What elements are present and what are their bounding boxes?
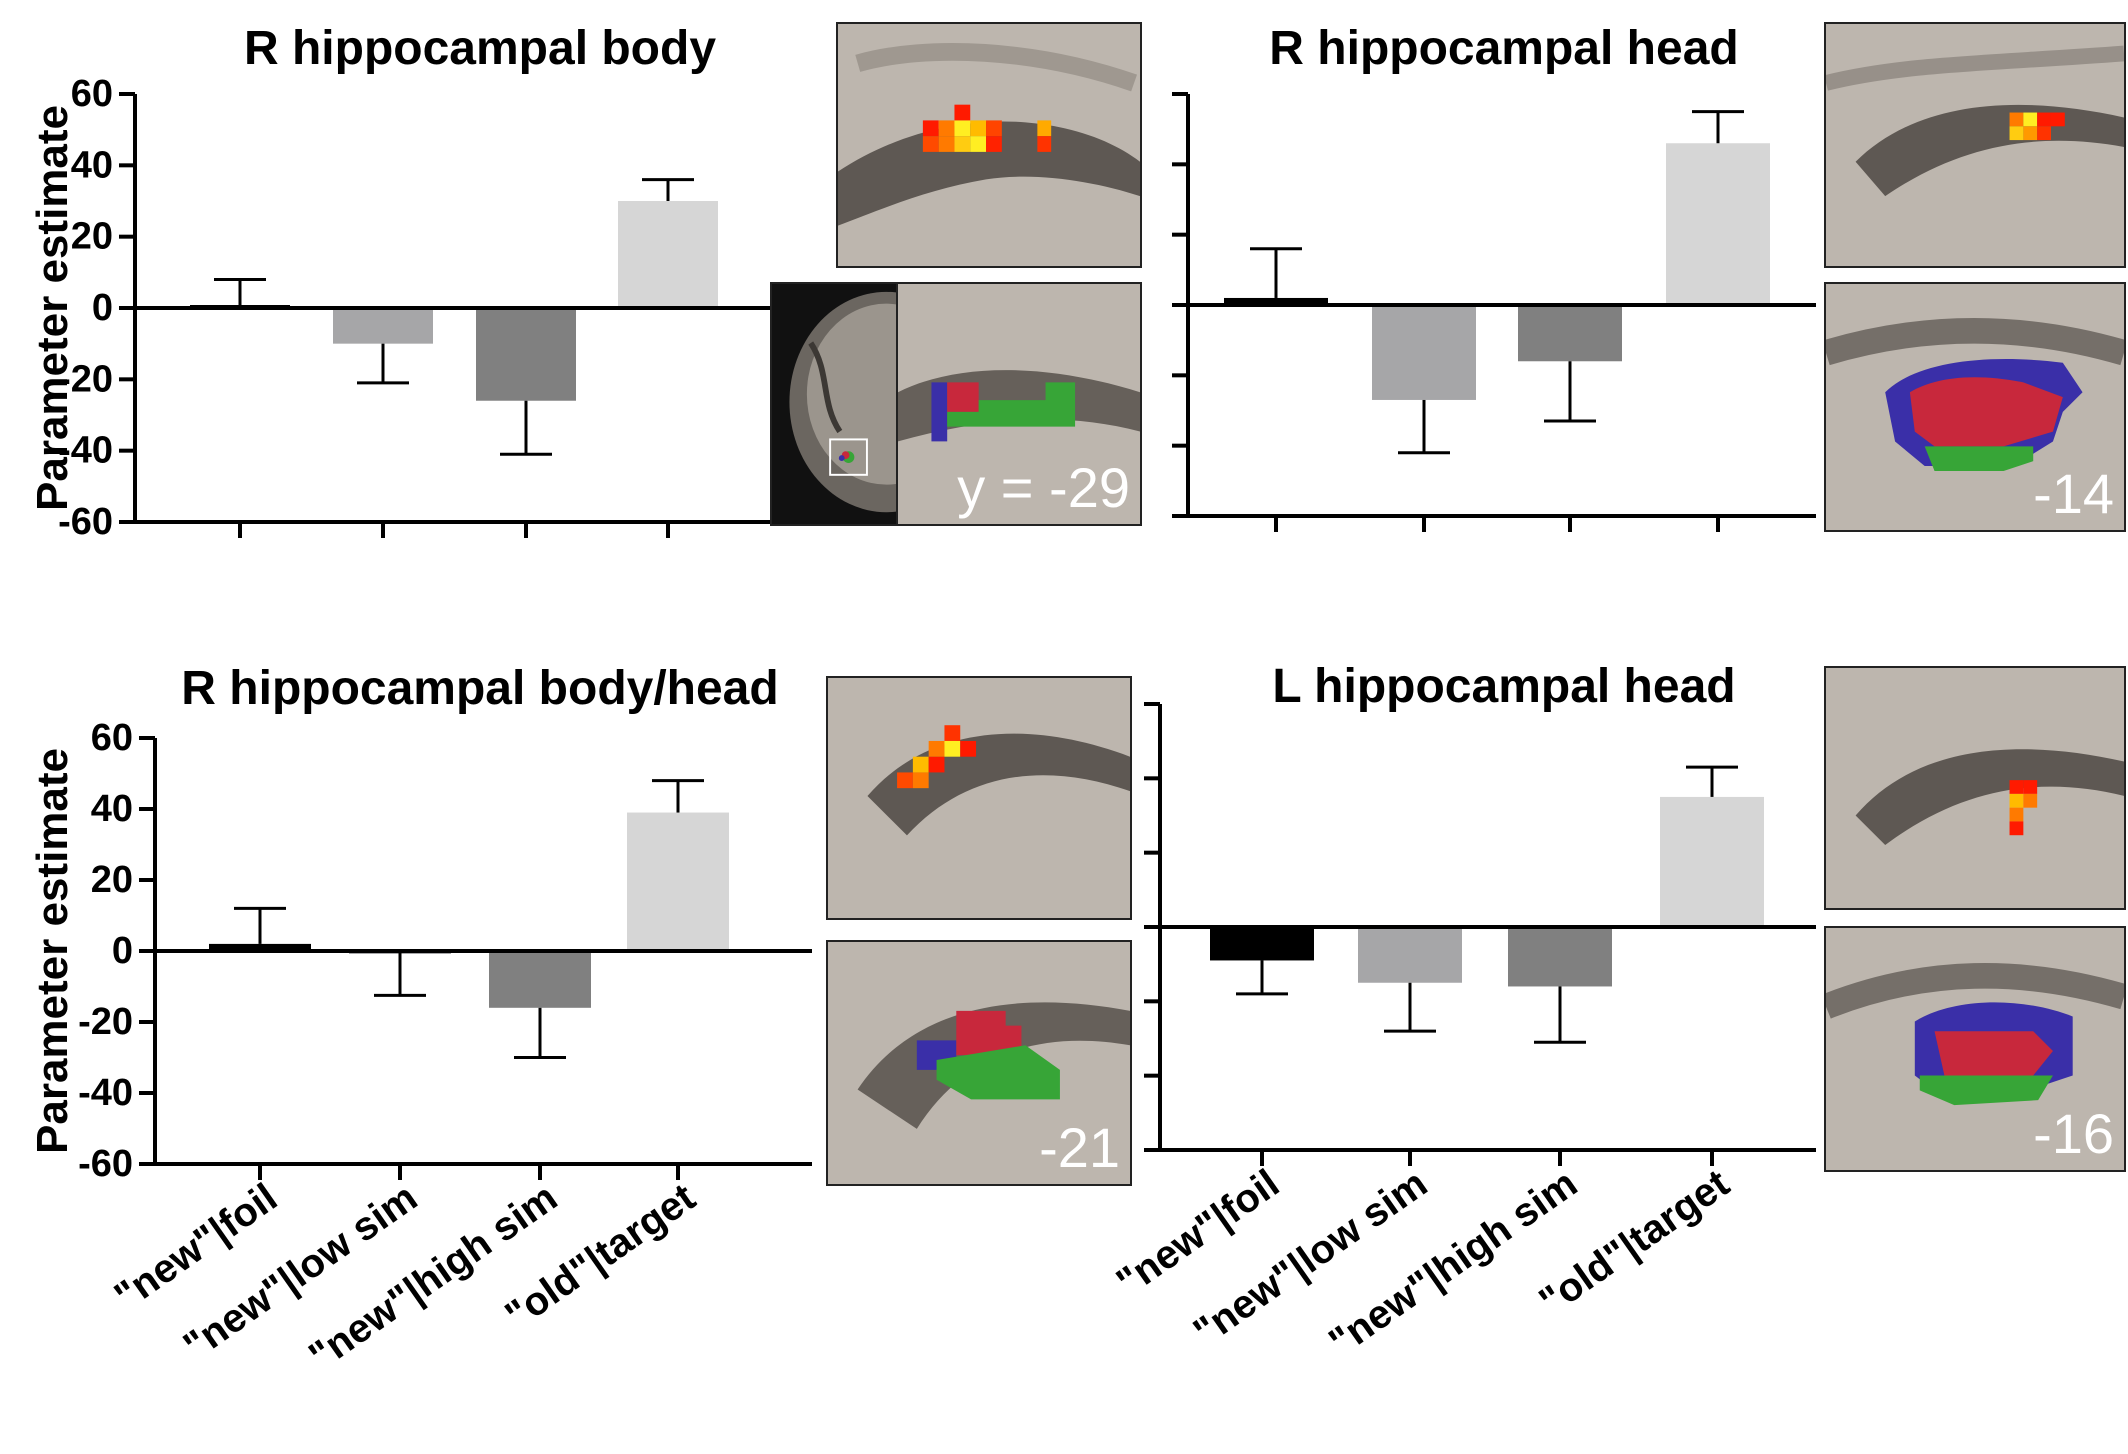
mri-inset-lhead-activation	[1824, 666, 2126, 910]
x-category-label: "new"|low sim	[176, 1175, 425, 1368]
y-tick-label: 60	[71, 73, 113, 115]
y-tick-label: -20	[78, 1001, 133, 1043]
y-axis-label: Parameter estimate	[28, 748, 77, 1154]
slice-coordinate-label: -21	[1039, 1116, 1120, 1179]
mri-inset-head-activation	[1824, 22, 2126, 268]
bar	[1210, 927, 1314, 961]
bar	[1372, 305, 1476, 400]
slice-coordinate-label: -14	[2033, 462, 2114, 525]
mri-inset-body-subfields: y = -29	[896, 282, 1142, 526]
panel-title: R hippocampal head	[1269, 22, 1738, 75]
y-tick-label: 40	[91, 788, 133, 830]
bar	[333, 308, 433, 344]
bar	[1224, 297, 1328, 305]
bar	[489, 951, 591, 1008]
panel-title: L hippocampal head	[1272, 660, 1735, 713]
bar	[476, 308, 576, 401]
y-tick-label: 20	[71, 216, 113, 258]
bar	[1660, 796, 1764, 927]
activation-cluster	[922, 104, 1052, 152]
bar	[1518, 305, 1622, 362]
panel-title: R hippocampal body	[244, 22, 716, 75]
y-tick-label: 40	[71, 144, 113, 186]
y-tick-label: 60	[91, 717, 133, 759]
y-tick-label: -20	[58, 358, 113, 400]
y-axis-label: Parameter estimate	[28, 105, 77, 511]
panel-title: R hippocampal body/head	[181, 662, 778, 715]
panel-r-hippocampal-body: R hippocampal body Parameter estimate -6…	[28, 22, 770, 543]
mri-inset-head-subfields: -14	[1824, 282, 2126, 532]
y-tick-label: -40	[78, 1072, 133, 1114]
x-category-label: "new"|high sim	[1321, 1161, 1585, 1364]
mri-inset-bodyhead-activation	[826, 676, 1132, 920]
panel-l-hippocampal-head: L hippocampal head "new"|foil"new"|low s…	[1109, 660, 1816, 1364]
mri-inset-lhead-subfields: -16	[1824, 926, 2126, 1172]
x-category-label: "new"|high sim	[301, 1175, 565, 1378]
bar	[209, 943, 311, 951]
mri-inset-coronal-overview	[770, 282, 898, 526]
slice-coordinate-label: y = -29	[957, 456, 1130, 519]
slice-coordinate-label: -16	[2033, 1102, 2114, 1165]
bar	[618, 201, 718, 308]
y-tick-label: 20	[91, 859, 133, 901]
bar	[1666, 143, 1770, 305]
bar	[1508, 927, 1612, 987]
y-tick-label: -60	[58, 501, 113, 543]
y-tick-label: -60	[78, 1143, 133, 1185]
y-tick-label: 0	[112, 930, 133, 972]
bar	[1358, 927, 1462, 983]
panel-r-hippocampal-body-head: R hippocampal body/head Parameter estima…	[28, 662, 812, 1378]
y-tick-label: 0	[92, 287, 113, 329]
mri-inset-body-activation	[836, 22, 1142, 268]
bar	[627, 812, 729, 951]
y-tick-label: -40	[58, 430, 113, 472]
mri-inset-bodyhead-subfields: -21	[826, 940, 1132, 1186]
panel-r-hippocampal-head: R hippocampal head	[1172, 22, 1816, 532]
